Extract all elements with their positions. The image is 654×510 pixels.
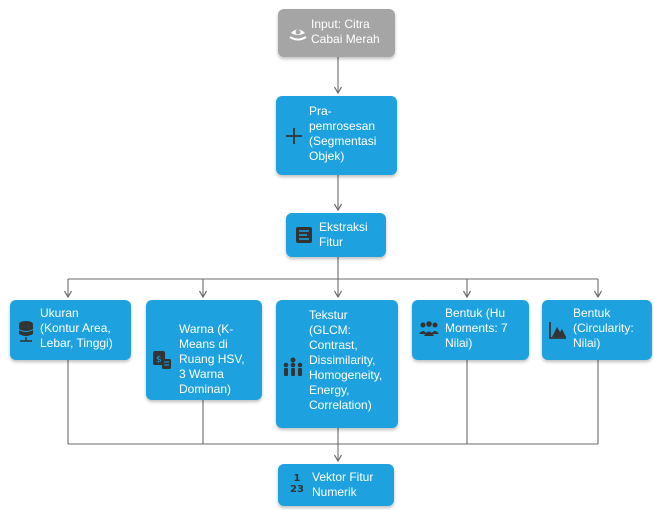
extraction-label: Ekstraksi Fitur bbox=[319, 220, 368, 249]
output-node: 1 23 Vektor Fitur Numerik bbox=[278, 464, 394, 506]
plus-icon bbox=[286, 128, 302, 144]
document-stack-icon bbox=[296, 227, 312, 243]
svg-text:$: $ bbox=[156, 355, 162, 365]
preprocessing-node: Pra- pemrosesan (Segmentasi Objek) bbox=[276, 96, 397, 175]
shape-circularity-feature-node: Bentuk (Circularity: Nilai) bbox=[542, 300, 652, 360]
size-feature-label: Ukuran (Kontur Area, Lebar, Tinggi) bbox=[40, 306, 113, 350]
shape-hu-feature-label: Bentuk (Hu Moments: 7 Nilai) bbox=[445, 306, 508, 350]
texture-feature-node: Tekstur (GLCM: Contrast, Dissimilarity, … bbox=[276, 300, 398, 428]
extraction-node: Ekstraksi Fitur bbox=[286, 213, 386, 257]
eye-icon bbox=[289, 29, 307, 41]
preprocessing-label: Pra- pemrosesan (Segmentasi Objek) bbox=[309, 104, 377, 163]
input-label: Input: Citra Cabai Merah bbox=[311, 17, 380, 46]
color-feature-node: $ Warna (K- Means di Ruang HSV, 3 Warna … bbox=[146, 300, 262, 400]
mountain-image-icon bbox=[549, 322, 566, 339]
team-icon bbox=[419, 321, 439, 336]
database-icon bbox=[19, 321, 33, 342]
color-palette-icon: $ bbox=[153, 351, 171, 369]
numbers-icon-top: 1 bbox=[293, 473, 301, 484]
people-group-icon bbox=[283, 357, 303, 376]
input-node: Input: Citra Cabai Merah bbox=[278, 9, 395, 57]
size-feature-node: Ukuran (Kontur Area, Lebar, Tinggi) bbox=[10, 300, 131, 360]
color-feature-label: Warna (K- Means di Ruang HSV, 3 Warna Do… bbox=[179, 322, 245, 396]
numbers-icon: 1 23 bbox=[287, 473, 307, 497]
shape-circularity-feature-label: Bentuk (Circularity: Nilai) bbox=[573, 306, 634, 350]
texture-feature-label: Tekstur (GLCM: Contrast, Dissimilarity, … bbox=[309, 308, 383, 412]
shape-hu-feature-node: Bentuk (Hu Moments: 7 Nilai) bbox=[412, 300, 529, 360]
output-label: Vektor Fitur Numerik bbox=[312, 470, 374, 499]
numbers-icon-bottom: 23 bbox=[290, 484, 304, 495]
